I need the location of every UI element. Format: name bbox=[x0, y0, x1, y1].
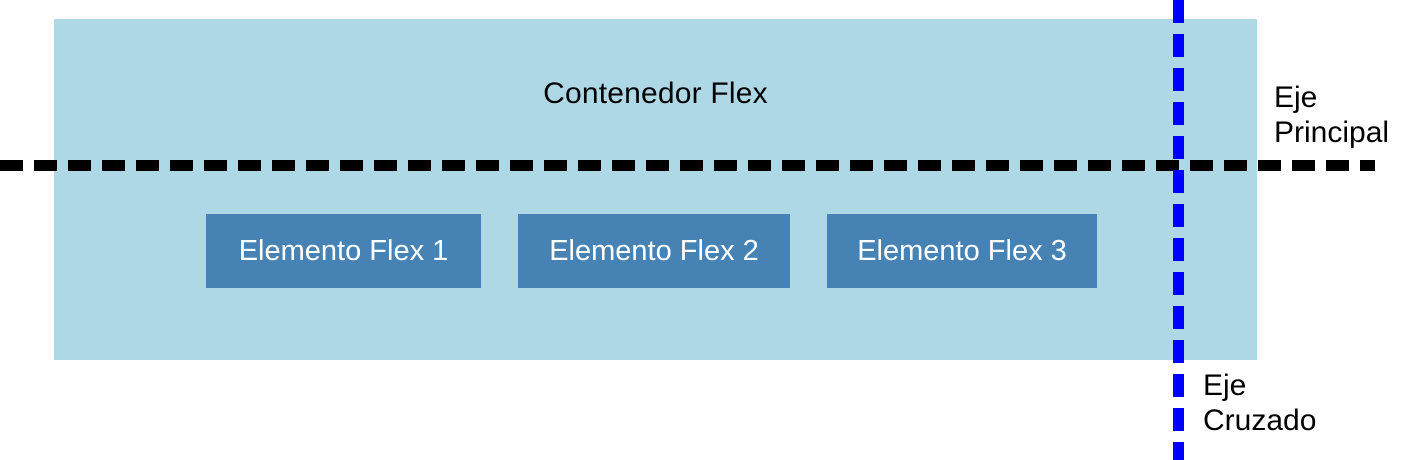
flex-container-label: Contenedor Flex bbox=[543, 77, 768, 110]
flex-container: Contenedor Flex Elemento Flex 1 Elemento… bbox=[54, 19, 1257, 360]
flex-item-2-label: Elemento Flex 2 bbox=[549, 234, 759, 267]
main-axis-line bbox=[0, 160, 1375, 171]
cross-axis-line bbox=[1173, 0, 1184, 460]
flex-item-3: Elemento Flex 3 bbox=[827, 214, 1097, 288]
main-axis-label: Eje Principal bbox=[1274, 81, 1390, 149]
flex-item-1-label: Elemento Flex 1 bbox=[238, 234, 449, 267]
flex-item-2: Elemento Flex 2 bbox=[518, 214, 790, 288]
flex-item-1: Elemento Flex 1 bbox=[206, 214, 481, 288]
flex-item-3-label: Elemento Flex 3 bbox=[857, 234, 1067, 267]
cross-axis-label: Eje Cruzado bbox=[1203, 369, 1317, 437]
flex-items-row: Elemento Flex 1 Elemento Flex 2 Elemento… bbox=[206, 214, 1097, 288]
